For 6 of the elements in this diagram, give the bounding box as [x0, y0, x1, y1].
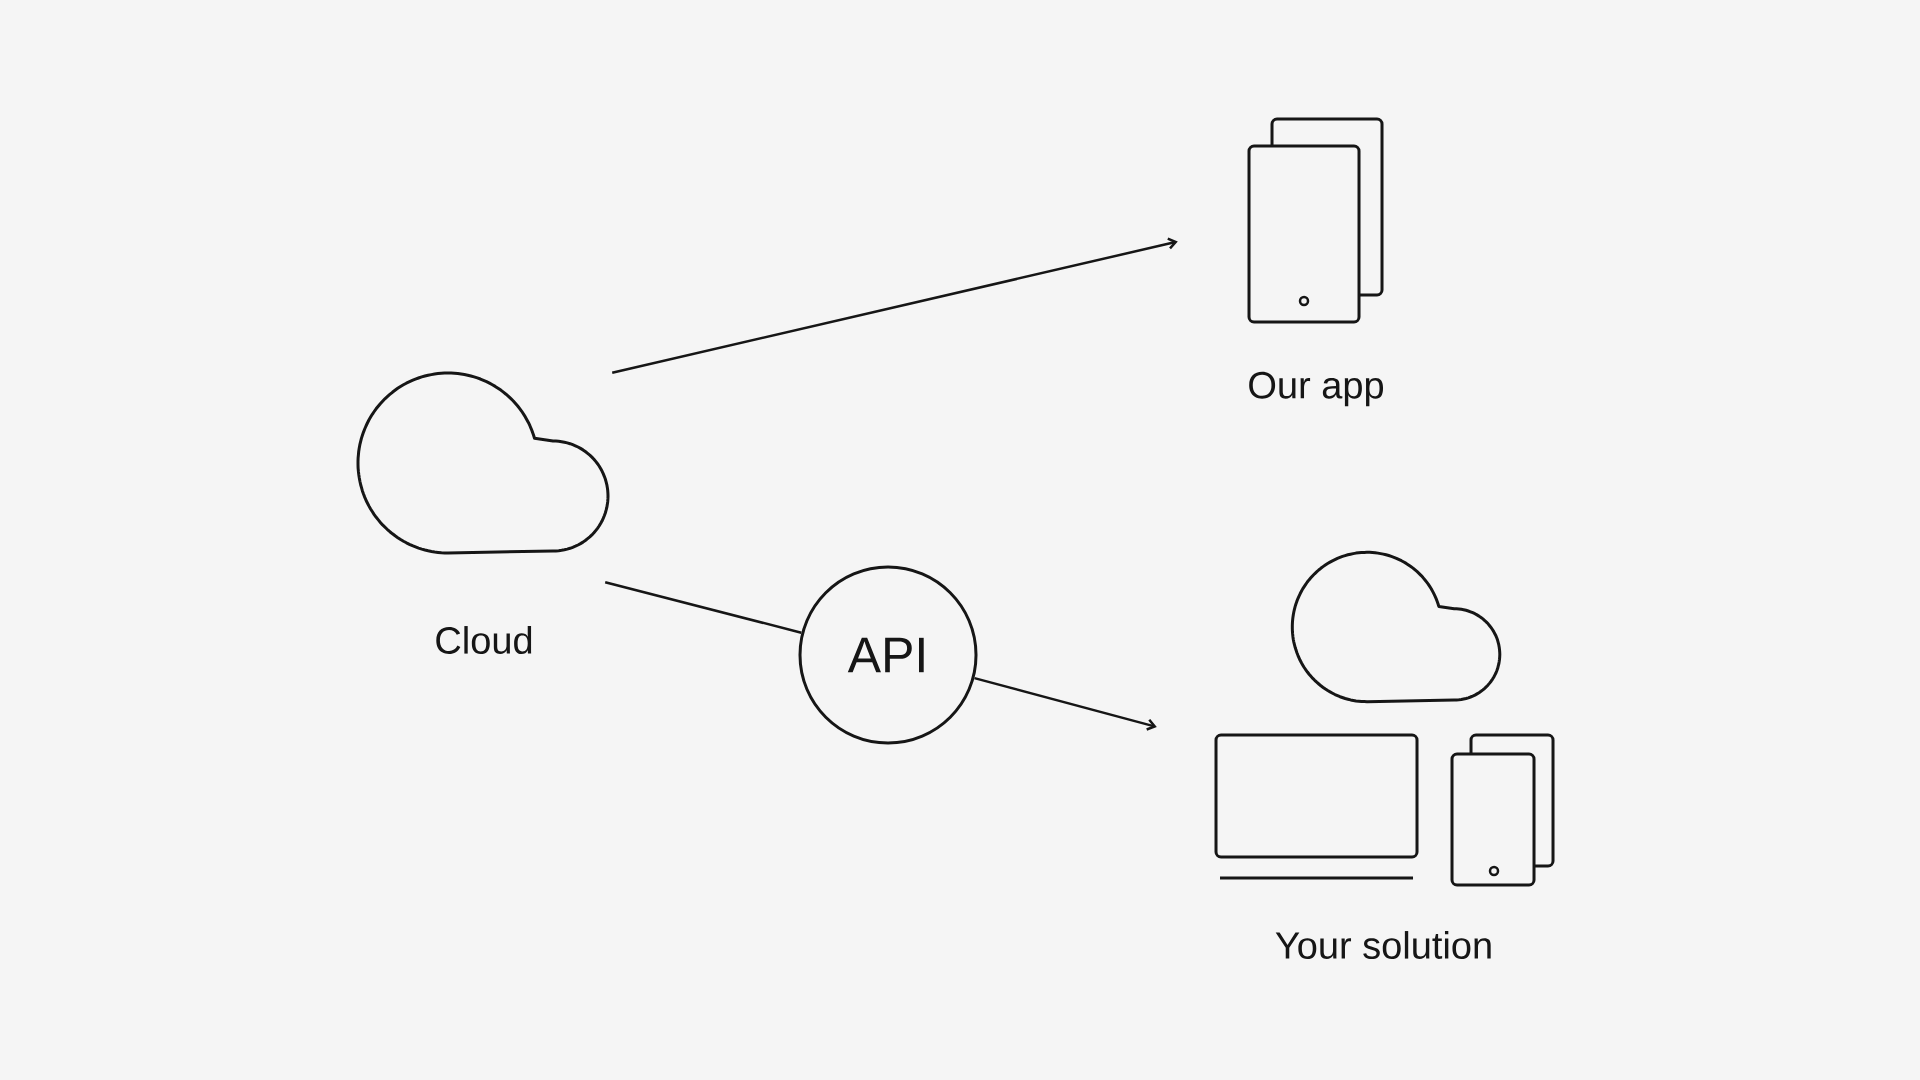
node-label: Your solution	[1275, 931, 1491, 959]
node-label: Cloud	[436, 626, 532, 654]
connector-line	[604, 581, 802, 634]
arrow	[611, 237, 1178, 375]
arrow	[974, 676, 1157, 731]
node-label: Our app	[1249, 371, 1384, 407]
